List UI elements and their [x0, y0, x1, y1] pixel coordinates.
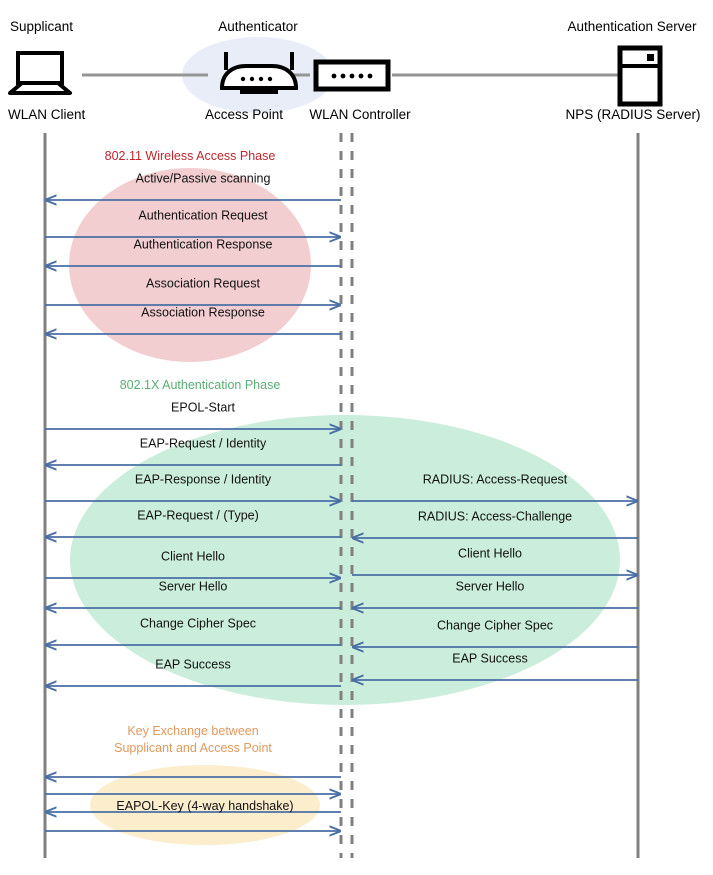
msg-label-server-hello-left: Server Hello: [158, 579, 228, 594]
msg-label-radius-access-request: RADIUS: Access-Request: [422, 472, 568, 487]
msg-label-eapol-key-4-way-handshake: EAPOL-Key (4-way handshake): [116, 798, 294, 813]
msg-label-authentication-request: Authentication Request: [138, 208, 268, 223]
msg-label-active-passive-scanning: Active/Passive scanning: [135, 171, 271, 186]
msg-label-server-hello-right: Server Hello: [455, 579, 525, 594]
phase-label-802-1x: 802.1X Authentication Phase: [119, 378, 281, 392]
phase-ellipse-802-1x: [70, 415, 620, 705]
access-point-icon: [219, 52, 299, 94]
msg-label-client-hello-right: Client Hello: [458, 546, 522, 561]
msg-label-radius-access-challenge: RADIUS: Access-Challenge: [417, 509, 573, 524]
device-label-wlan-controller: WLAN Controller: [309, 107, 411, 122]
msg-label-change-cipher-spec-left: Change Cipher Spec: [139, 616, 257, 631]
phase-ellipse-802-11: [69, 168, 311, 362]
msg-label-eap-request-identity: EAP-Request / Identity: [139, 436, 267, 451]
device-label-access-point: Access Point: [204, 107, 284, 122]
device-label-wlan-client: WLAN Client: [8, 107, 86, 122]
phase-ellipse-key-exchange: [90, 765, 320, 845]
server-icon: [617, 45, 663, 107]
role-label-auth-server: Authentication Server: [567, 19, 697, 34]
msg-label-eap-request-type: EAP-Request / (Type): [137, 508, 259, 523]
msg-label-association-response: Association Response: [141, 305, 265, 320]
phase-label-key-exchange-line2: Supplicant and Access Point: [114, 740, 272, 755]
msg-label-authentication-response: Authentication Response: [133, 237, 273, 252]
msg-label-association-request: Association Request: [146, 276, 260, 291]
device-label-nps-radius-server: NPS (RADIUS Server): [565, 107, 701, 122]
msg-label-eap-success-right: EAP Success: [452, 651, 528, 666]
msg-label-eap-success-left: EAP Success: [155, 657, 231, 672]
phase-label-802-11: 802.11 Wireless Access Phase: [104, 149, 276, 163]
msg-label-eap-response-identity: EAP-Response / Identity: [134, 472, 272, 487]
msg-label-epol-start: EPOL-Start: [171, 400, 235, 415]
laptop-icon: [8, 51, 72, 95]
phase-label-key-exchange: Key Exchange between Supplicant and Acce…: [114, 723, 272, 757]
role-label-authenticator: Authenticator: [218, 19, 298, 34]
wlan-controller-icon: [313, 59, 391, 92]
msg-label-client-hello-left: Client Hello: [161, 549, 225, 564]
phase-label-key-exchange-line1: Key Exchange between: [127, 724, 259, 738]
msg-label-change-cipher-spec-right: Change Cipher Spec: [436, 618, 554, 633]
role-label-supplicant: Supplicant: [10, 19, 74, 34]
